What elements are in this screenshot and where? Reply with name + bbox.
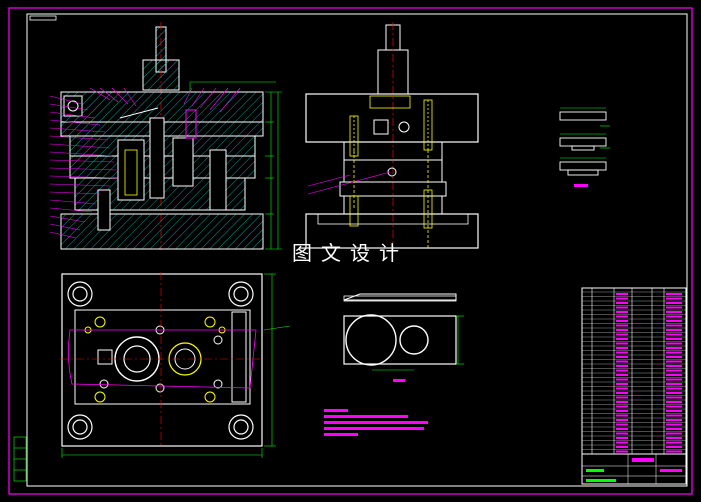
blank-part-view [343, 293, 464, 382]
bom-entry-mark [666, 360, 682, 363]
bom-entry-mark [616, 365, 628, 367]
bom-entry-mark [666, 356, 682, 358]
bom-entry-mark [666, 338, 682, 340]
bom-entry-mark [616, 432, 628, 435]
bom-entry-mark [666, 441, 682, 444]
technical-notes [324, 409, 428, 436]
bom-entry-mark [666, 378, 682, 381]
bom-entry-mark [666, 333, 682, 336]
bom-entry-mark [666, 450, 682, 453]
bom-entry-mark [616, 297, 628, 300]
bom-entry-mark [666, 329, 682, 331]
bom-entry-mark [666, 320, 682, 322]
bom-entry-mark [666, 297, 682, 300]
bom-entry-mark [616, 315, 628, 318]
bom-entry-mark [616, 383, 628, 385]
bom-entry-mark [616, 356, 628, 358]
bom-entry-mark [666, 432, 682, 435]
bom-entry-mark [616, 437, 628, 439]
bom-entry-mark [666, 419, 682, 421]
bom-entry-mark [666, 387, 682, 390]
bom-entry-mark [666, 392, 682, 394]
side-view [305, 22, 479, 250]
bom-entry-mark [666, 401, 682, 403]
bom-entry-mark [616, 329, 628, 331]
bom-entry-mark [666, 437, 682, 439]
bom-entry-mark [666, 405, 682, 408]
bom-entry-mark [616, 423, 628, 426]
bom-entry-mark [616, 450, 628, 453]
bom-entry-mark [616, 441, 628, 444]
inner-frame [26, 13, 688, 487]
bom-entry-mark [616, 419, 628, 421]
bom-entry-mark [616, 405, 628, 408]
bom-entry-mark [666, 423, 682, 426]
bom-entry-mark [616, 347, 628, 349]
bom-entry-mark [616, 378, 628, 381]
bom-entry-mark [666, 369, 682, 372]
title-block [581, 453, 687, 485]
bom-entry-mark [616, 428, 628, 430]
bom-entry-mark [666, 396, 682, 399]
bom-entry-mark [616, 446, 628, 448]
bom-entry-mark [666, 302, 682, 304]
bom-entry-mark [616, 414, 628, 417]
bom-entry-mark [616, 320, 628, 322]
bom-entry-mark [666, 383, 682, 385]
bom-entry-mark [616, 410, 628, 412]
bom-entry-mark [616, 401, 628, 403]
bom-entry-mark [616, 387, 628, 390]
bom-entry-mark [666, 293, 682, 295]
bom-entry-mark [616, 360, 628, 363]
bom-entry-mark [666, 324, 682, 327]
bom-entry-mark [666, 311, 682, 313]
bom-entry-mark [666, 351, 682, 354]
bom-entry-mark [616, 324, 628, 327]
watermark-text: 图文设计 [292, 241, 408, 265]
sheet-tag-top [29, 15, 57, 21]
bom-entry-mark [666, 365, 682, 367]
bom-entry-mark [616, 342, 628, 345]
bom-entry-mark [666, 414, 682, 417]
bom-entry-mark [616, 302, 628, 304]
front-section-view [49, 22, 282, 250]
outer-frame [8, 7, 693, 495]
bom-entry-mark [666, 410, 682, 412]
bom-entry-mark [616, 392, 628, 394]
bom-entry-mark [666, 306, 682, 309]
plan-view [60, 272, 291, 458]
bom-entry-mark [666, 342, 682, 345]
bill-of-materials [581, 287, 687, 455]
revision-tag [13, 436, 27, 482]
part-detail-views [559, 107, 610, 187]
bom-entry-mark [666, 315, 682, 318]
bom-entry-mark [616, 306, 628, 309]
bom-entry-mark [616, 374, 628, 376]
bom-entry-mark [616, 338, 628, 340]
bom-entry-mark [666, 347, 682, 349]
bom-entry-mark [616, 333, 628, 336]
bom-entry-mark [616, 396, 628, 399]
bom-entry-mark [616, 293, 628, 295]
bom-entry-mark [616, 351, 628, 354]
bom-entry-mark [666, 374, 682, 376]
bom-entry-mark [666, 446, 682, 448]
bom-entry-mark [616, 311, 628, 313]
bom-entry-mark [666, 428, 682, 430]
bom-entry-mark [616, 369, 628, 372]
